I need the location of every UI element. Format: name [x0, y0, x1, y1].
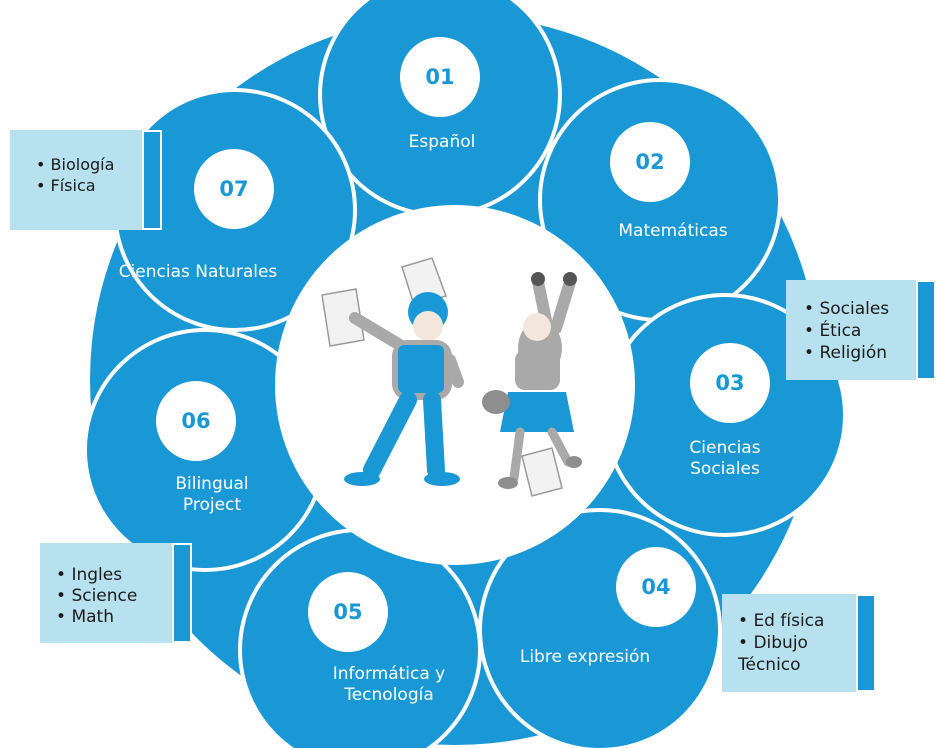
callout-item: Ed física [738, 610, 876, 632]
callout-item: Ingles [56, 565, 192, 586]
students-celebrating-illustration [321, 257, 582, 497]
callout-item: Dibujo [738, 632, 876, 654]
segment-label-03a: Ciencias [689, 438, 760, 458]
segment-label-04: Libre expresión [520, 647, 650, 667]
segment-label-06a: Bilingual [175, 474, 248, 494]
callout-item: Ética [804, 320, 936, 342]
callout-item-continuation: Técnico [738, 655, 801, 675]
callout-accent-bar [142, 130, 162, 230]
segment-label-01: Español [409, 132, 476, 152]
callout-sociales: Sociales Ética Religión [786, 280, 936, 380]
callout-naturales: Biología Física [10, 130, 162, 230]
badge-06 [156, 381, 236, 461]
callout-item: Sociales [804, 298, 936, 320]
badge-01 [400, 37, 480, 117]
callout-accent-bar [916, 280, 936, 380]
segment-label-06b: Project [183, 495, 241, 515]
number-circles [156, 37, 770, 652]
segment-label-02: Matemáticas [618, 221, 727, 241]
callout-libre: Ed física Dibujo Técnico [722, 594, 876, 692]
callout-accent-bar [172, 543, 192, 643]
segment-label-07: Ciencias Naturales [119, 262, 278, 282]
segment-number-01: 01 [425, 65, 454, 89]
segment-number-04: 04 [641, 575, 670, 599]
badge-02 [610, 122, 690, 202]
badge-03 [690, 343, 770, 423]
callout-item: Science [56, 586, 192, 607]
segment-label-05a: Informática y [333, 664, 445, 684]
segment-label-05b: Tecnología [343, 685, 434, 705]
segment-number-05: 05 [333, 600, 362, 624]
segment-label-03b: Sociales [690, 459, 760, 479]
segment-number-06: 06 [181, 409, 210, 433]
callout-item: Religión [804, 342, 936, 364]
callout-item: Biología [36, 154, 162, 175]
segment-number-07: 07 [219, 177, 248, 201]
callout-bilingual: Ingles Science Math [40, 543, 192, 643]
badge-05 [308, 572, 388, 652]
callout-accent-bar [856, 594, 876, 692]
segment-number-02: 02 [635, 150, 664, 174]
badge-04 [616, 547, 696, 627]
badge-07 [194, 149, 274, 229]
callout-item: Física [36, 175, 162, 196]
callout-item: Math [56, 607, 192, 628]
segment-number-03: 03 [715, 371, 744, 395]
